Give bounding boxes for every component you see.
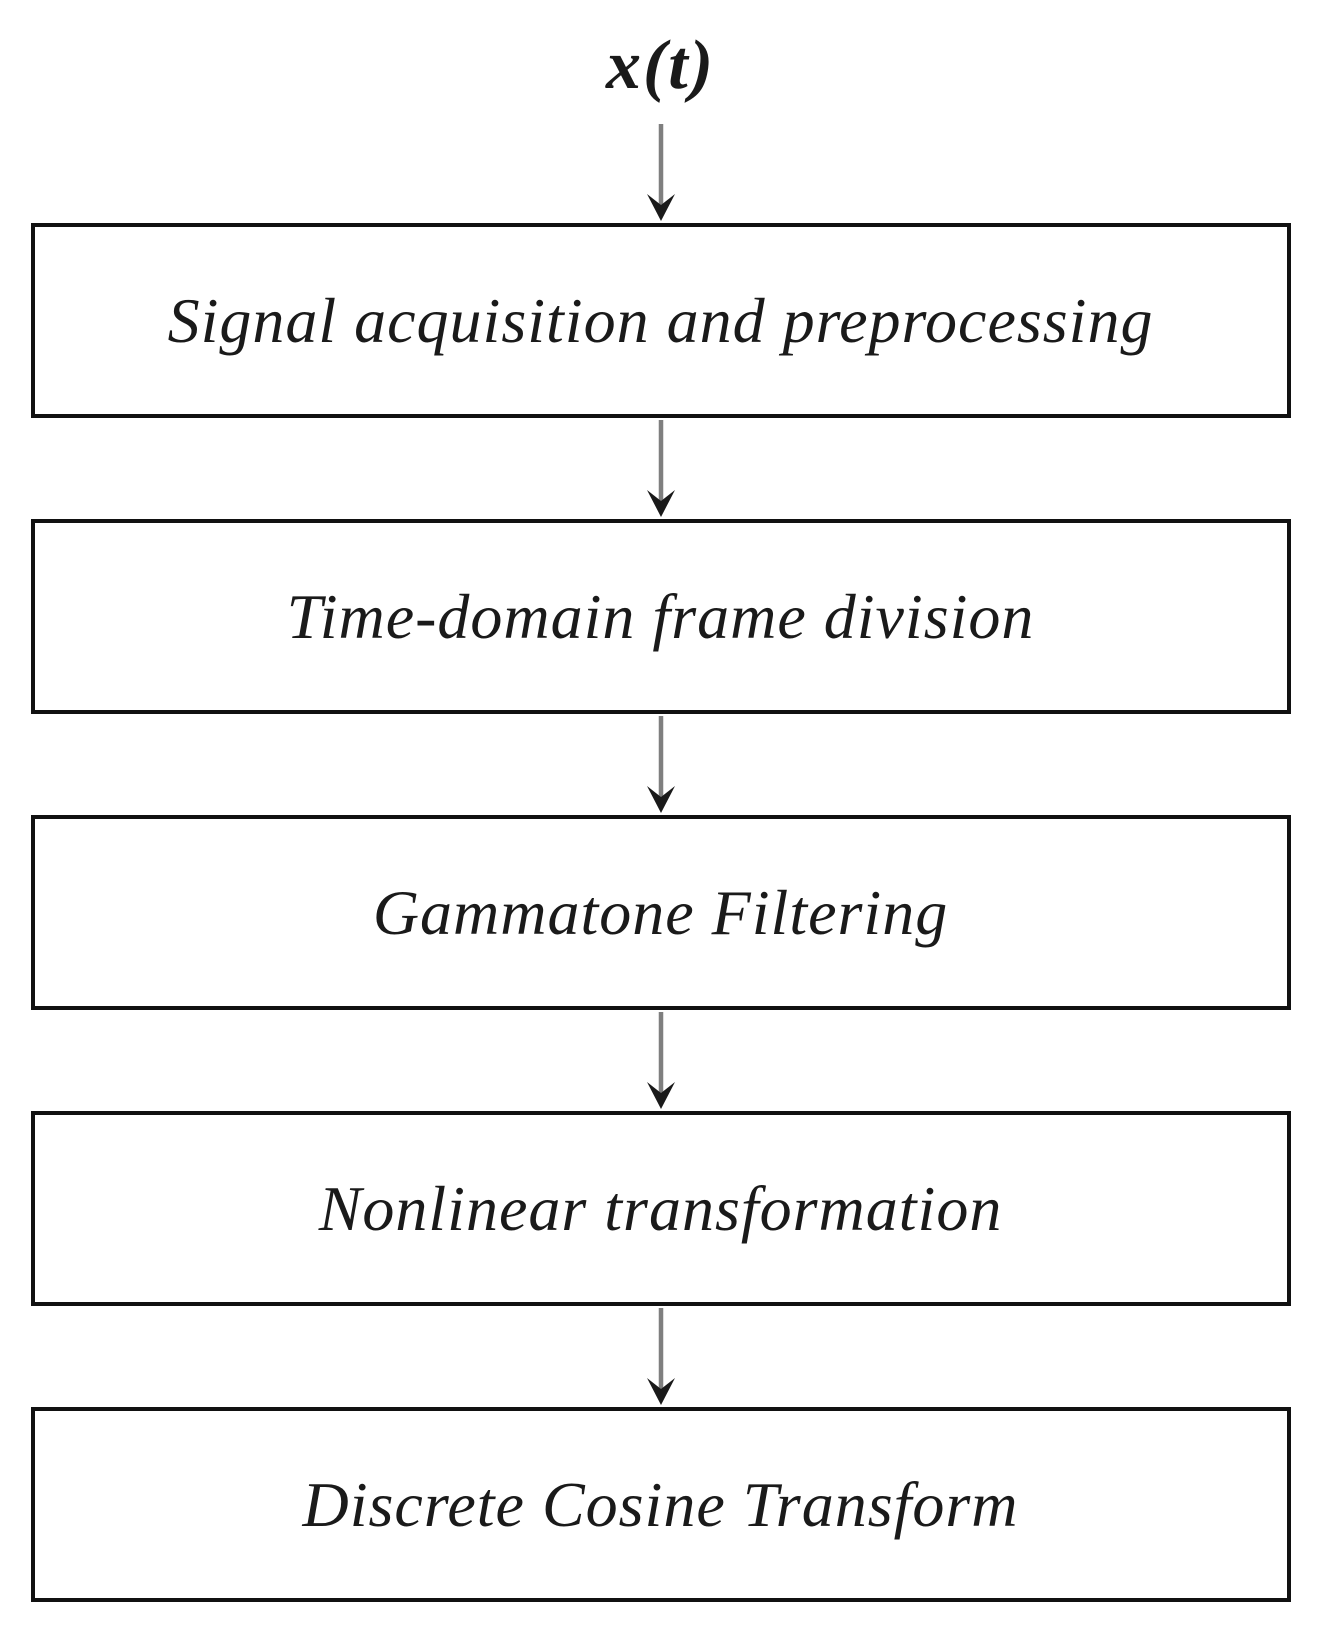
node-label: Signal acquisition and preprocessing [167,284,1154,356]
node-discrete-cosine-transform: Discrete Cosine Transform [30,1407,1291,1602]
node-label: Discrete Cosine Transform [302,1468,1019,1540]
node-signal-acquisition: Signal acquisition and preprocessing [30,223,1291,418]
node-label: Gammatone Filtering [372,876,949,948]
down-arrow-icon [646,1308,675,1405]
node-label: Nonlinear transformation [318,1172,1003,1244]
node-frame-division: Time-domain frame division [30,519,1291,714]
node-gammatone-filtering: Gammatone Filtering [30,815,1291,1010]
down-arrow-icon [646,124,675,221]
node-label: Time-domain frame division [286,580,1035,652]
node-nonlinear-transformation: Nonlinear transformation [30,1111,1291,1306]
down-arrow-icon [646,1012,675,1109]
down-arrow-icon [646,716,675,813]
input-signal-label: x(t) [605,27,716,104]
down-arrow-icon [646,420,675,517]
